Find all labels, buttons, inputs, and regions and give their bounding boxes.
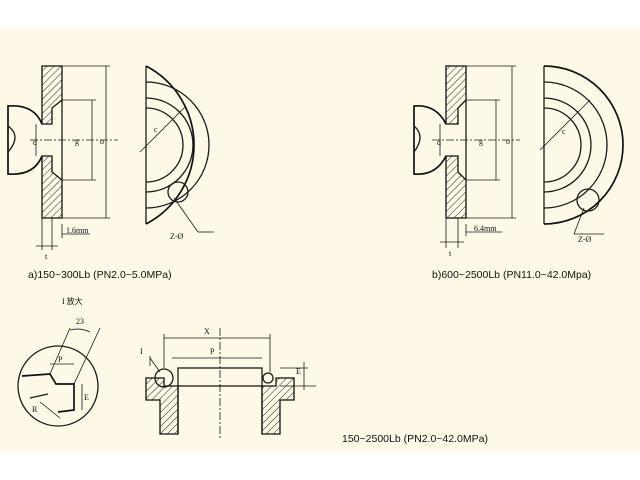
ring-p-label: P [210, 347, 215, 356]
view-a-c-label: c [154, 125, 158, 134]
detail-p-label: P [58, 355, 63, 364]
view-a-dimensions: 1.6mm d g o t [33, 65, 110, 261]
view-b-c-label: c [562, 127, 566, 136]
view-a-t-label: t [45, 252, 48, 261]
ring-x-label: X [204, 327, 210, 336]
view-b-gap-label: 6.4mm [474, 224, 497, 233]
view-a-d-label: d [33, 138, 37, 147]
view-b-section [413, 65, 520, 219]
view-b-o-label: o [506, 137, 510, 146]
detail-title: I 放大 [62, 296, 83, 306]
view-b-face-view: c Z-Ø [539, 65, 624, 244]
view-b-dimensions: 6.4mm d g o t [437, 65, 516, 258]
view-b-caption: b)600~2500Lb (PN11.0~42.0Mpa) [432, 269, 591, 281]
ring-i-label: I [140, 347, 143, 356]
detail-e-label: E [84, 393, 89, 402]
detail-r-label: R [32, 405, 38, 414]
view-a-g-label: g [75, 137, 79, 146]
view-b-bolt-label: Z-Ø [578, 235, 592, 244]
ring-joint-section: X P I E [140, 327, 316, 438]
view-b-d-label: d [437, 138, 441, 147]
ring-caption: 150~2500Lb (PN2.0~42.0MPa) [342, 433, 488, 445]
view-a-face-view: c Z-Ø [139, 65, 214, 241]
view-b-t-label: t [449, 249, 452, 258]
ring-e-label: E [296, 367, 301, 376]
detail-angle-label: 23 [76, 317, 84, 326]
detail-i-view: I 放大 23 P R E [17, 296, 101, 427]
view-a-bolt-label: Z-Ø [170, 232, 184, 241]
flange-drawing: 1.6mm d g o t c Z-Ø a)150~300Lb (PN2.0~5… [7, 65, 624, 445]
drawing-area: 1.6mm d g o t c Z-Ø a)150~300Lb (PN2.0~5… [0, 28, 640, 452]
view-a-o-label: o [100, 137, 104, 146]
view-a-caption: a)150~300Lb (PN2.0~5.0MPa) [28, 269, 172, 281]
view-a-gap-label: 1.6mm [66, 226, 89, 235]
view-b-g-label: g [479, 137, 483, 146]
